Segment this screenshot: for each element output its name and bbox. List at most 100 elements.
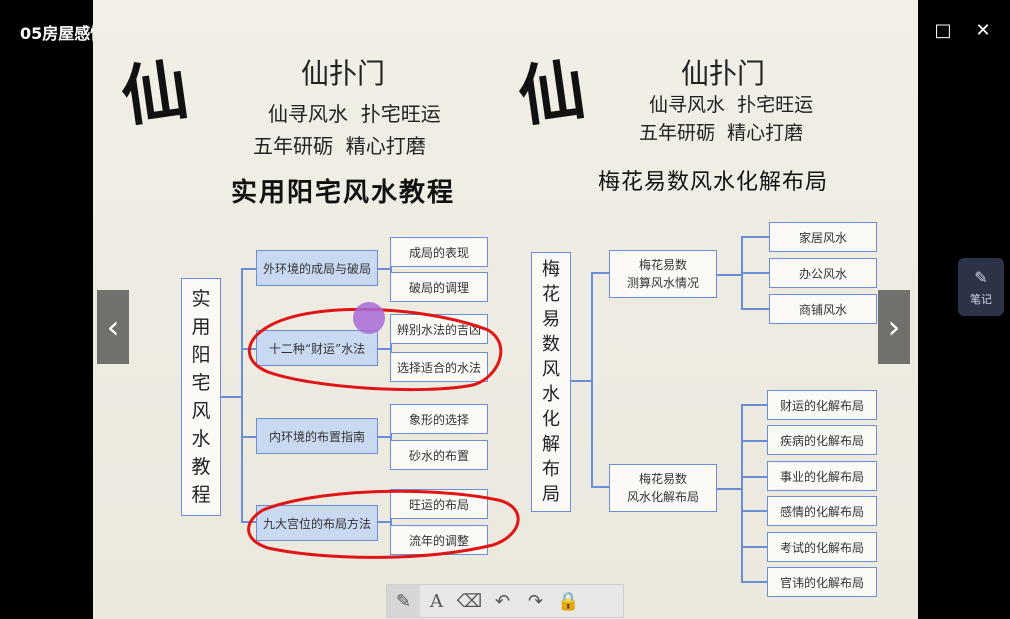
leaf-right: 商铺风水 [769, 294, 877, 324]
text-icon[interactable]: A [430, 590, 443, 612]
notes-button[interactable]: ✎ 笔记 [958, 258, 1004, 316]
connector [741, 404, 767, 406]
slogan1-right: 仙寻风水 扑宅旺运 [649, 94, 814, 116]
connector [378, 436, 390, 438]
heading-right: 梅花易数风水化解布局 [598, 170, 829, 195]
root-char: 宅 [191, 372, 211, 394]
root-char: 梅 [542, 259, 560, 280]
slogan1-left: 仙寻风水 扑宅旺运 [268, 102, 441, 126]
root-char: 花 [542, 284, 560, 305]
undo-icon[interactable]: ↶ [494, 590, 511, 612]
leaf-left: 辨别水法的吉凶 [390, 314, 488, 344]
root-char: 布 [542, 459, 560, 480]
notes-icon: ✎ [974, 267, 988, 287]
heading-left: 实用阳宅风水教程 [231, 178, 456, 208]
root-char: 数 [542, 334, 560, 355]
branch-left-1: 外环境的成局与破局 [256, 250, 378, 286]
connector [241, 268, 243, 522]
maximize-icon[interactable]: □ [934, 20, 952, 41]
connector [741, 236, 769, 238]
root-char: 实 [191, 288, 211, 310]
branch-right-1: 梅花易数 测算风水情况 [609, 250, 717, 298]
connector [378, 521, 390, 523]
connector [741, 308, 769, 310]
connector [717, 488, 741, 490]
leaf-right: 办公风水 [769, 258, 877, 288]
connector [571, 380, 591, 382]
slogan2-left: 五年研砺 精心打磨 [253, 134, 426, 158]
connector [390, 503, 392, 541]
connector [591, 486, 609, 488]
eraser-icon[interactable]: ⌫ [456, 590, 483, 612]
leaf-left: 象形的选择 [390, 404, 488, 434]
connector [741, 404, 743, 582]
connector [221, 396, 241, 398]
connector [741, 476, 767, 478]
connector [390, 328, 392, 368]
branch-right-1-line1: 梅花易数 [638, 258, 687, 272]
connector [378, 268, 390, 270]
video-frame: 仙 仙扑门 仙寻风水 扑宅旺运 五年研砺 精心打磨 实用阳宅风水教程 仙 仙扑门… [93, 0, 918, 619]
connector [741, 440, 767, 442]
mindmap-root-right: 梅花 易数 风水 化解 布局 [531, 252, 571, 512]
connector [717, 274, 741, 276]
root-char: 化 [542, 409, 560, 430]
brush-icon[interactable]: ✎ [387, 585, 420, 617]
root-char: 阳 [191, 344, 211, 366]
branch-left-2: 十二种“财运”水法 [256, 330, 378, 366]
root-char: 水 [542, 384, 560, 405]
connector [241, 436, 257, 438]
leaf-left: 流年的调整 [390, 525, 488, 555]
prev-button[interactable]: ‹ [97, 290, 129, 364]
leaf-right: 财运的化解布局 [767, 390, 877, 420]
lock-icon[interactable]: 🔒 [557, 590, 580, 612]
root-char: 程 [191, 484, 211, 506]
leaf-right: 官讳的化解布局 [767, 567, 877, 597]
branch-right-2: 梅花易数 风水化解布局 [609, 464, 717, 512]
annotation-overlay [247, 302, 520, 559]
root-char: 水 [191, 428, 211, 450]
red-circle-annotation [247, 489, 520, 559]
next-button[interactable]: › [878, 290, 910, 364]
branch-left-4: 九大宫位的布局方法 [256, 505, 378, 541]
root-char: 解 [542, 434, 560, 455]
branch-right-2-line1: 梅花易数 [638, 472, 687, 486]
root-char: 教 [191, 456, 211, 478]
leaf-right: 家居风水 [769, 222, 877, 252]
branch-right-1-line2: 测算风水情况 [626, 276, 699, 290]
connector [591, 272, 593, 488]
root-char: 风 [542, 359, 560, 380]
connector [378, 348, 390, 350]
leaf-left: 选择适合的水法 [390, 352, 488, 382]
leaf-right: 事业的化解布局 [767, 461, 877, 491]
leaf-left: 旺运的布局 [390, 489, 488, 519]
leaf-right: 感情的化解布局 [767, 496, 877, 526]
annotation-toolbar: ✎ A ⌫ ↶ ↷ 🔒 [386, 584, 624, 618]
connector [741, 272, 769, 274]
connector [390, 418, 392, 456]
connector [741, 581, 767, 583]
redo-icon[interactable]: ↷ [527, 590, 544, 612]
slogan2-right: 五年研砺 精心打磨 [639, 122, 804, 144]
leaf-left: 破局的调理 [390, 272, 488, 302]
branch-left-3: 内环境的布置指南 [256, 418, 378, 454]
leaf-left: 砂水的布置 [390, 440, 488, 470]
close-icon[interactable]: ✕ [975, 20, 991, 41]
leaf-right: 考试的化解布局 [767, 532, 877, 562]
branch-right-2-line2: 风水化解布局 [626, 490, 699, 504]
brand-left: 仙扑门 [301, 57, 386, 90]
mindmap-root-left: 实用 阳宅 风水 教程 [181, 278, 221, 516]
cursor-indicator [353, 302, 385, 334]
root-char: 易 [542, 309, 560, 330]
root-char: 风 [191, 400, 211, 422]
notes-label: 笔记 [970, 292, 992, 306]
connector [741, 546, 767, 548]
connector [591, 272, 609, 274]
root-char: 用 [191, 316, 211, 338]
connector [741, 510, 767, 512]
root-char: 局 [542, 484, 560, 505]
leaf-right: 疾病的化解布局 [767, 425, 877, 455]
connector [241, 268, 257, 270]
leaf-left: 成局的表现 [390, 237, 488, 267]
connector [390, 250, 392, 288]
